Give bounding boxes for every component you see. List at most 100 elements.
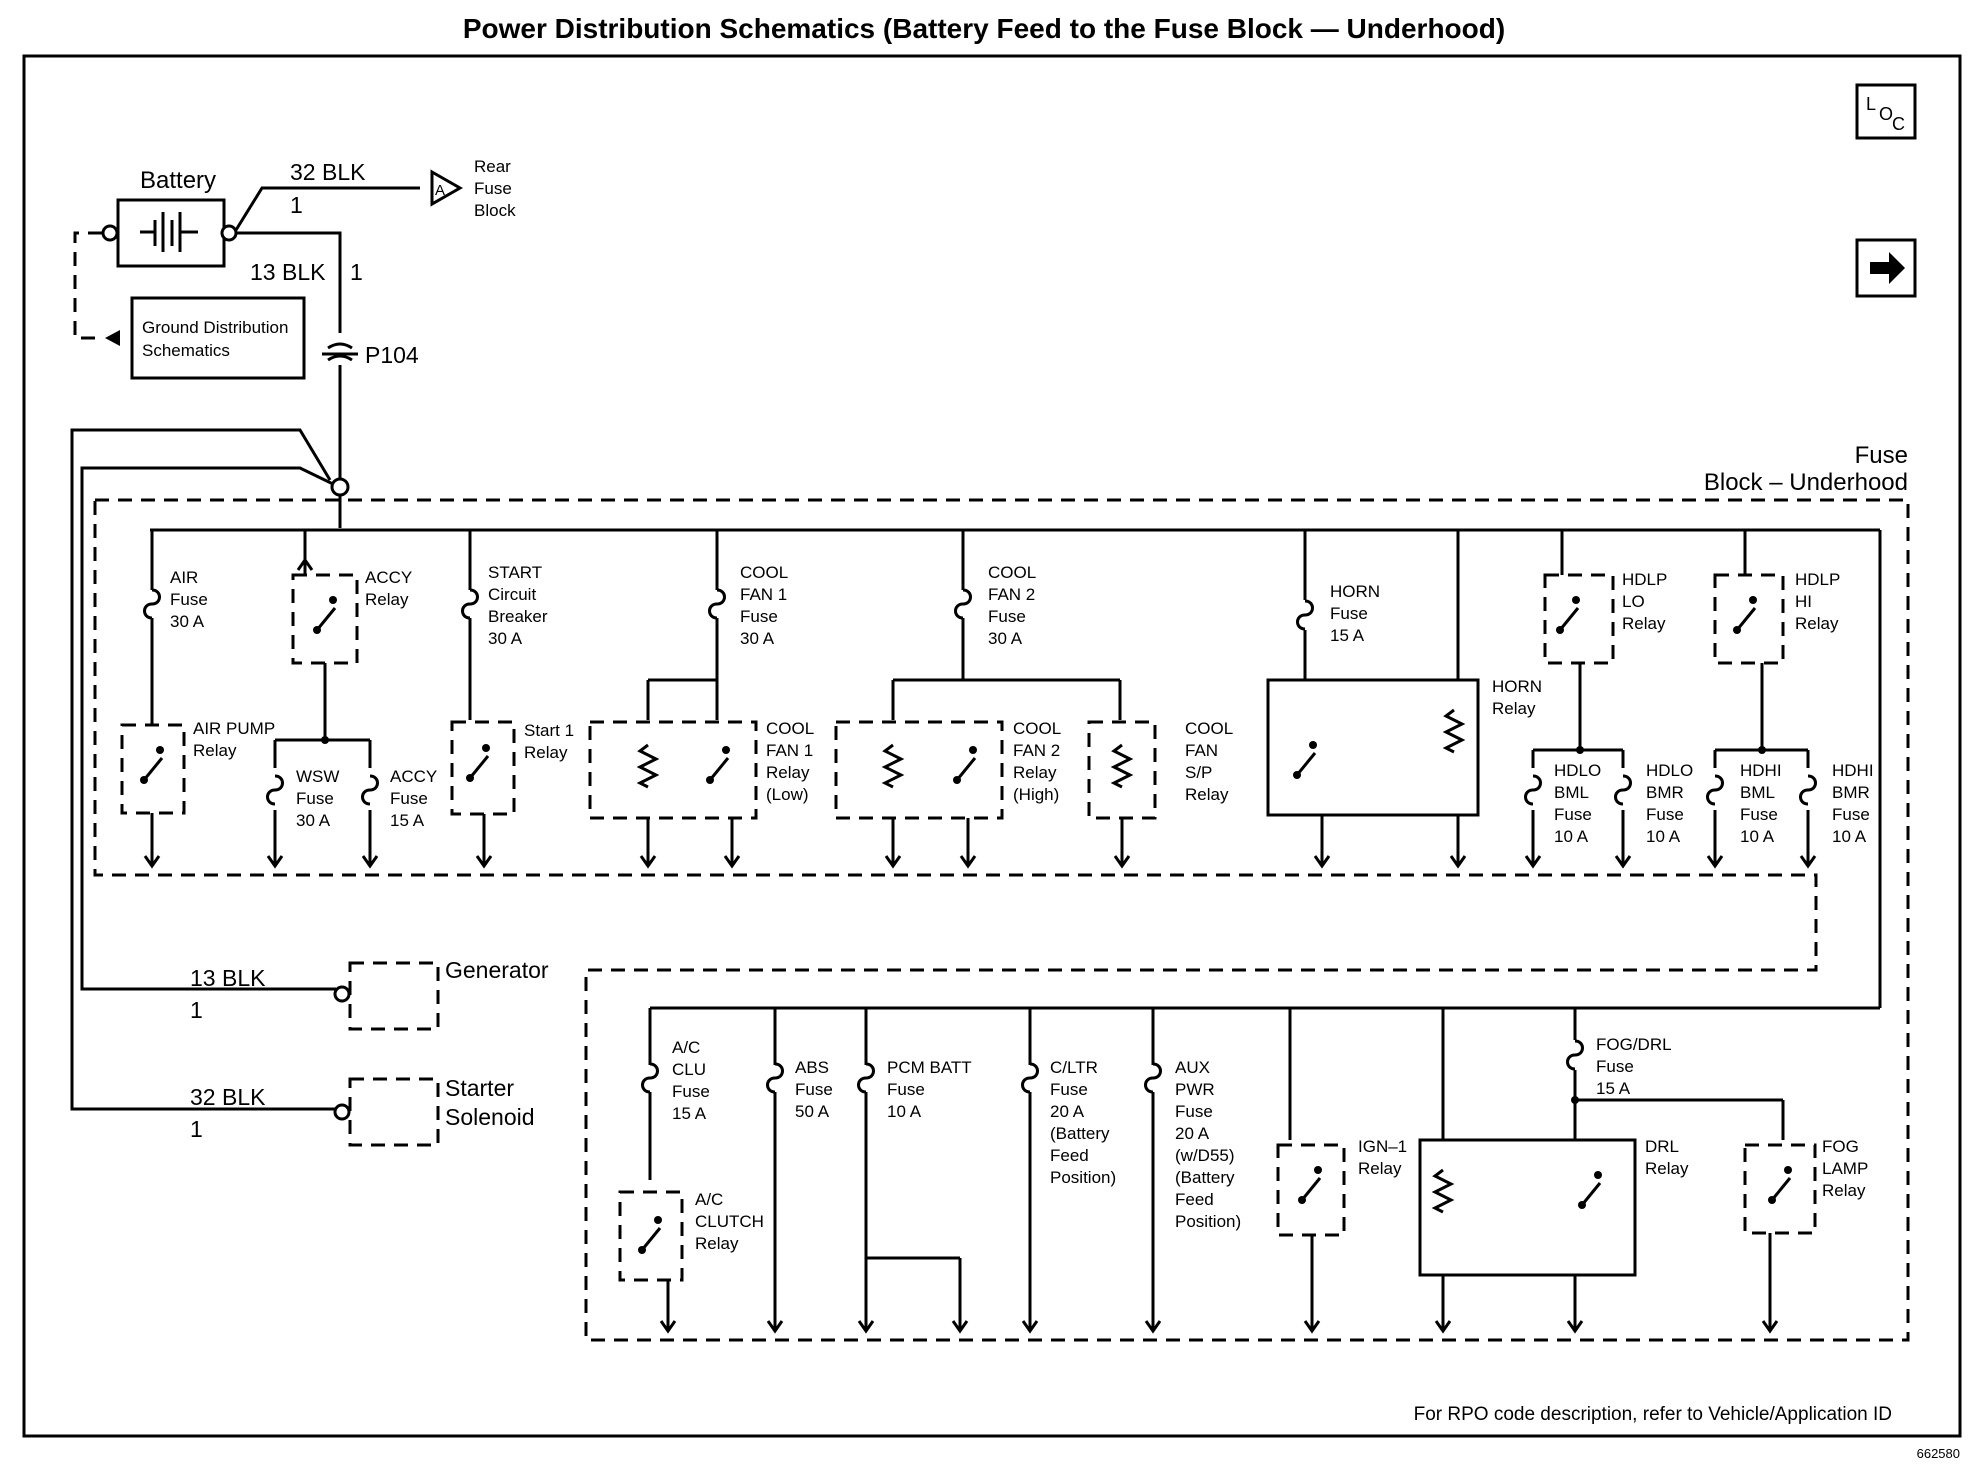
label-line: HDHI [1740,761,1782,780]
connector-arrow [639,855,657,869]
fuse-symbol [857,1062,875,1094]
svg-text:A: A [435,182,445,199]
generator[interactable]: 13 BLK 1 Generator [190,957,549,1031]
footer-note: For RPO code description, refer to Vehic… [1414,1404,1892,1425]
fuse-symbol [143,588,161,620]
junction-dot [482,744,490,752]
connector-arrow [1566,1320,1584,1334]
image-id: 662580 [1917,1446,1960,1461]
drl-relay-box [1418,1138,1637,1277]
label-line: HI [1795,592,1812,611]
svg-text:Starter: Starter [445,1075,514,1101]
hdlp-lo-relay-box [1543,573,1615,665]
fuse-symbol [1021,1062,1039,1094]
switch-contact [1300,1177,1322,1201]
label-line: Fuse [988,607,1026,626]
label-line: CLU [672,1060,706,1079]
label-line: FOG/DRL [1596,1035,1672,1054]
label-line: A/C [672,1038,700,1057]
fog-lamp-relay-box [1743,1143,1817,1235]
label-line: Relay [1822,1181,1866,1200]
junction-dot [1749,596,1757,604]
junction-dot [1314,1166,1322,1174]
label-line: AIR [170,568,198,587]
label-line: Fuse [1050,1080,1088,1099]
label-line: Fuse [296,789,334,808]
connector-arrow [1021,1320,1039,1334]
label-line: HDLO [1646,761,1693,780]
switch-contact [1580,1182,1602,1206]
label-line: 30 A [988,629,1023,648]
label-line: Breaker [488,607,548,626]
label-line: Fuse [1175,1102,1213,1121]
p104-connector [322,342,358,362]
fuse-symbol [1706,774,1724,806]
label-line: Fuse [170,590,208,609]
starter-solenoid[interactable]: 32 BLK 1 Starter Solenoid [190,1075,535,1147]
svg-text:13 BLK: 13 BLK [190,965,266,991]
label-line: HORN [1330,582,1380,601]
label-line: Circuit [488,585,536,604]
fuse-symbol [708,588,726,620]
loc-icon[interactable]: L O C [1855,83,1917,140]
pin-label: 1 [350,259,363,285]
fuse-block-boundary [93,498,1910,1342]
label-line: Fuse [1832,805,1870,824]
ac-clutch-relay-box [618,1190,684,1282]
connector-arrow [143,855,161,869]
wire-label: 32 BLK [290,159,366,185]
label-line: 30 A [170,612,205,631]
connector-arrow [884,855,902,869]
svg-text:Ground Distribution: Ground Distribution [142,318,288,337]
switch-contact [315,607,337,631]
label-line: 15 A [1596,1079,1631,1098]
rear-fuse-block-connector[interactable]: A [430,169,464,207]
horn-relay-box [1266,678,1480,817]
label-line: (Battery [1050,1124,1110,1143]
connector-arrow [857,1320,875,1334]
label-line: AUX [1175,1058,1210,1077]
battery: Battery [101,167,238,268]
label-line: Fuse [887,1080,925,1099]
page-title: Power Distribution Schematics (Battery F… [463,13,1505,44]
svg-text:Schematics: Schematics [142,341,230,360]
connector-arrow [1113,855,1131,869]
label-line: LO [1622,592,1645,611]
junction-dot [654,1216,662,1224]
switch-contact [640,1227,662,1251]
connector-arrow [959,855,977,869]
fuse-symbol [1614,774,1632,806]
label-line: S/P [1185,763,1212,782]
label-line: Position) [1175,1212,1241,1231]
fuse-symbol [641,1062,659,1094]
fuse-symbol [461,588,479,620]
fuse-symbol [954,588,972,620]
label-line: (Battery [1175,1168,1235,1187]
label-line: FAN [1185,741,1218,760]
battery-label: Battery [140,167,216,194]
label-line: COOL [1013,719,1061,738]
label-line: Fuse [1740,805,1778,824]
fuse-symbol [1524,774,1542,806]
label-line: (High) [1013,785,1059,804]
fuse-symbol [1799,774,1817,806]
right-arrow-icon[interactable] [1855,238,1917,298]
connector-arrow [361,855,379,869]
label-line: A/C [695,1190,723,1209]
ground-distribution-box[interactable]: Ground Distribution Schematics [130,296,306,380]
svg-text:O: O [1879,104,1893,124]
svg-text:Block – Underhood: Block – Underhood [1704,469,1908,496]
label-line: COOL [988,563,1036,582]
outer-frame [22,54,1962,1438]
